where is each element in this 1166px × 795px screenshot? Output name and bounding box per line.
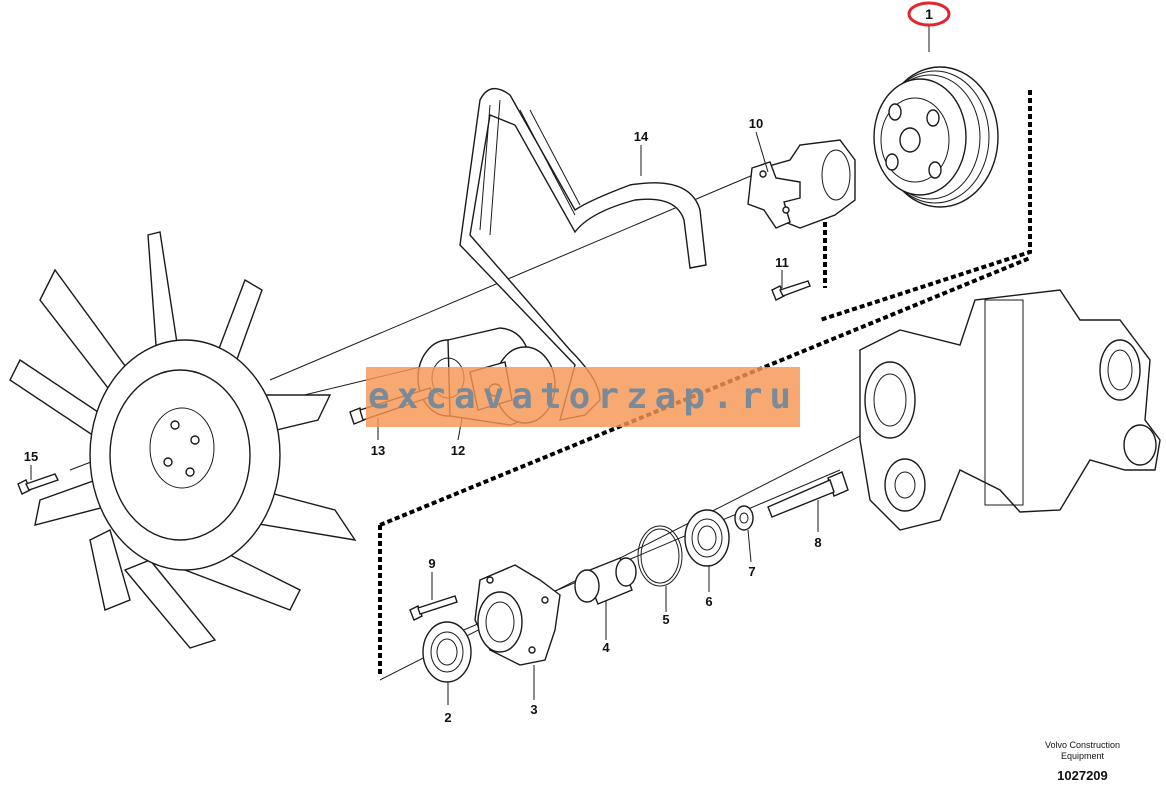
credit-company-line1: Volvo Construction [1044,740,1120,750]
bolt-part-9 [409,595,458,621]
callout-label-2: 2 [444,710,451,725]
watermark-text: excavatorzap.ru [367,376,799,417]
drive-belt-part-14 [459,87,707,421]
bolt-part-15 [17,473,59,495]
credit-company-line2: Equipment [1060,751,1104,761]
callout-1-highlight-ring [907,1,951,27]
callout-label-6: 6 [705,594,712,609]
callout-label-14: 14 [634,129,649,144]
callout-label-7: 7 [748,564,755,579]
callout-label-11: 11 [775,255,789,270]
callout-label-13: 13 [371,443,385,458]
hub-part-10 [747,139,856,229]
watermark-band [366,367,800,427]
drawing-credit: Volvo Construction Equipment 1027209 [1045,740,1120,783]
callout-label-9: 9 [428,556,435,571]
fan-hub-part-3 [474,564,561,666]
drawing-number: 1027209 [1057,768,1108,783]
spacer-part-4 [574,557,637,605]
callout-label-12: 12 [451,443,465,458]
bolt-part-11 [771,280,811,301]
callout-label-1: 1 [925,6,933,22]
callout-label-8: 8 [814,535,821,550]
bearing-part-6 [684,509,730,567]
circlip-part-5 [637,525,683,587]
callout-label-15: 15 [24,449,38,464]
callout-labels: 1 2 3 4 5 6 7 8 9 10 11 12 13 14 15 [24,6,933,725]
callout-label-10: 10 [749,116,763,131]
bearing-part-2 [422,621,472,683]
callout-label-3: 3 [530,702,537,717]
assembly-boundary-dashes [378,90,1032,675]
washer-part-7 [734,505,754,531]
pulley-part-1 [873,66,999,208]
engine-housing [859,289,1161,531]
callout-label-4: 4 [602,640,610,655]
bolt-part-8 [767,471,849,518]
leader-lines [30,24,930,705]
callout-label-5: 5 [662,612,669,627]
cooling-fan [9,231,357,649]
